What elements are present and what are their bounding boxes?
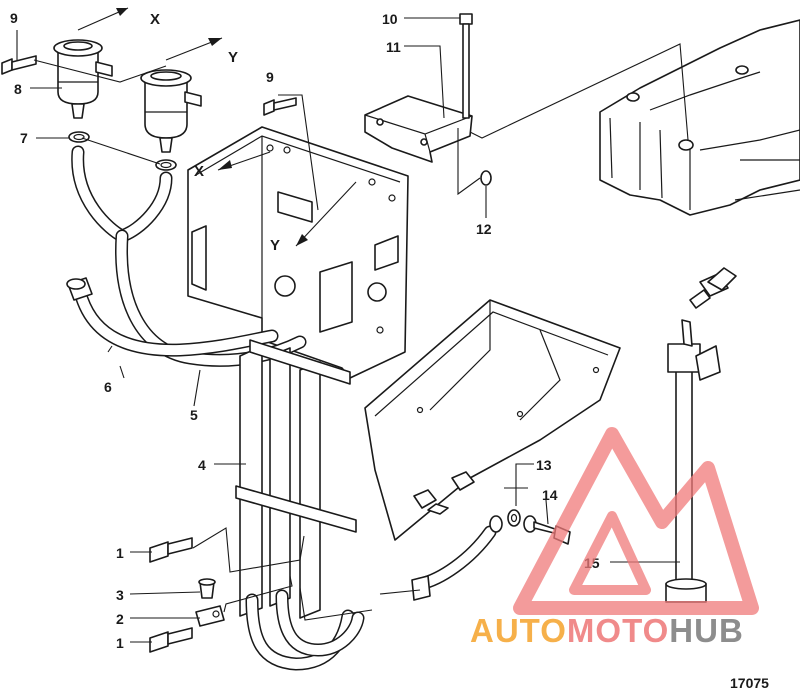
bolt-filter-head <box>1 55 37 75</box>
dipstick-tube <box>665 267 737 603</box>
fuel-filter-left <box>53 39 113 119</box>
callout-13: 13 <box>536 457 552 473</box>
callout-9-top-left: 9 <box>10 10 18 26</box>
callout-4: 4 <box>198 457 206 473</box>
callout-1-lower: 1 <box>116 635 124 651</box>
callout-2: 2 <box>116 611 124 627</box>
oil-pan <box>364 299 621 541</box>
axis-arrow-x-mid <box>217 151 271 171</box>
callout-5: 5 <box>190 407 198 423</box>
axis-label-y-mid: Y <box>270 237 280 254</box>
callout-11: 11 <box>386 39 401 55</box>
axis-label-x-top: X <box>150 11 160 28</box>
watermark-text-moto: MOTO <box>567 612 669 649</box>
fuel-cooler-tubes <box>235 339 365 671</box>
bolt-plate <box>263 97 297 116</box>
callout-7: 7 <box>20 130 28 146</box>
mounting-bracket <box>364 95 473 163</box>
watermark-text-auto: AUTO <box>470 612 567 649</box>
bolt-upper <box>149 537 193 563</box>
watermark-logo <box>513 427 759 615</box>
axis-arrow-y-mid <box>295 181 357 247</box>
callout-3: 3 <box>116 587 124 603</box>
watermark-text-hub: HUB <box>669 612 744 649</box>
leader-lines <box>16 17 689 643</box>
watermark-text: AUTOMOTOHUB <box>470 612 744 649</box>
callout-6: 6 <box>104 379 112 395</box>
callout-1-upper: 1 <box>116 545 124 561</box>
axis-label-y-top: Y <box>228 49 238 66</box>
washer <box>480 170 492 186</box>
grommet <box>198 578 216 599</box>
axis-label-x-mid: X <box>194 163 204 180</box>
callout-14: 14 <box>542 487 558 503</box>
filter-mount-plate <box>187 126 409 379</box>
o-ring-right <box>155 159 177 171</box>
o-ring-left <box>68 131 90 143</box>
axis-arrow-y-top <box>165 37 223 61</box>
fuel-filter-right <box>140 69 202 153</box>
engine-block <box>599 19 800 216</box>
callout-9-middle: 9 <box>266 69 274 85</box>
axis-arrow-x-top <box>77 7 129 31</box>
callout-10: 10 <box>382 11 398 27</box>
bolt-lower <box>149 627 193 653</box>
callout-12: 12 <box>476 221 492 237</box>
figure-number: 17075 <box>730 675 769 691</box>
clamp <box>195 605 225 627</box>
callout-8: 8 <box>14 81 22 97</box>
long-bolt <box>459 13 473 119</box>
